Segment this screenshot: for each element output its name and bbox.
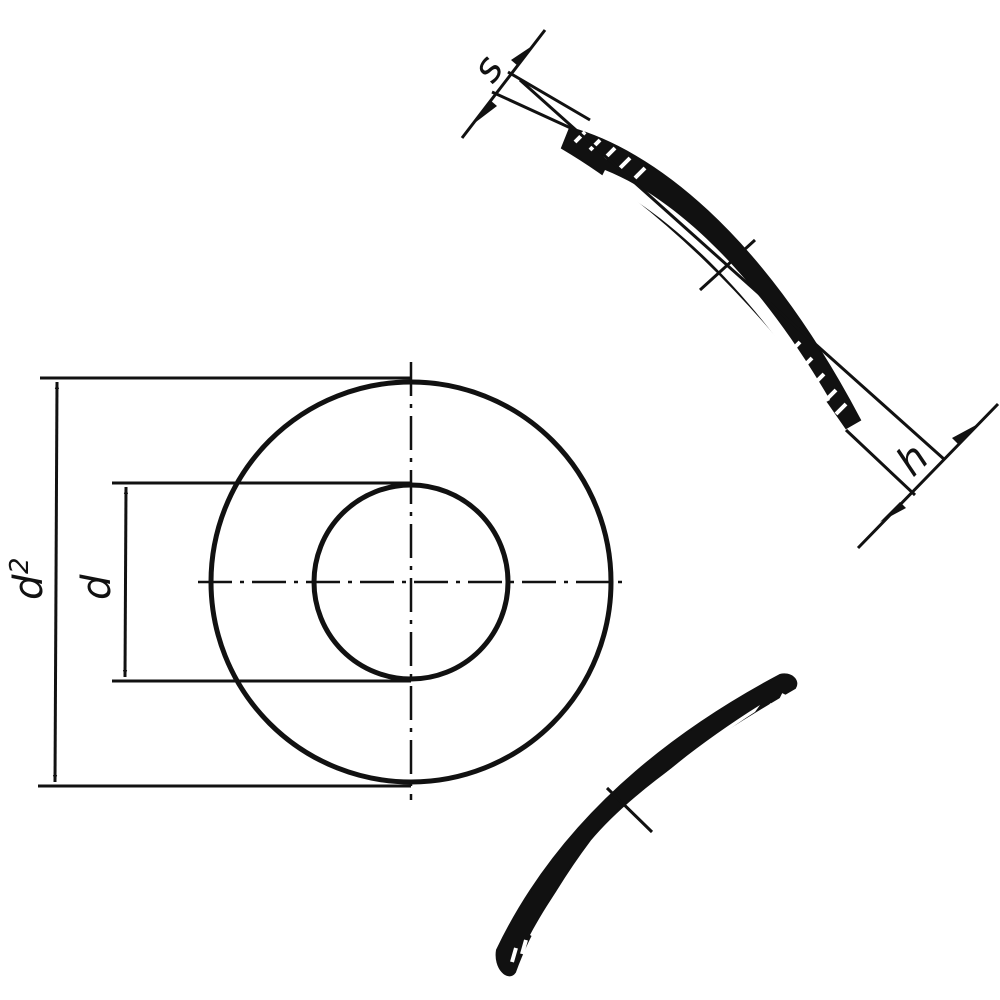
d2-label: d 2 (5, 557, 52, 600)
h-dimension-line (856, 402, 1000, 550)
d2-dimension-line (52, 381, 60, 783)
section-view (460, 29, 1000, 550)
d2-label-sub: 2 (5, 557, 35, 574)
d2-label-main: d (6, 574, 52, 600)
svg-text:d: d (74, 574, 120, 600)
plan-view (38, 362, 622, 800)
d-dimension-line (122, 486, 129, 678)
side-view (495, 673, 798, 977)
d-label: d (74, 574, 120, 600)
s-label: s (464, 47, 514, 90)
